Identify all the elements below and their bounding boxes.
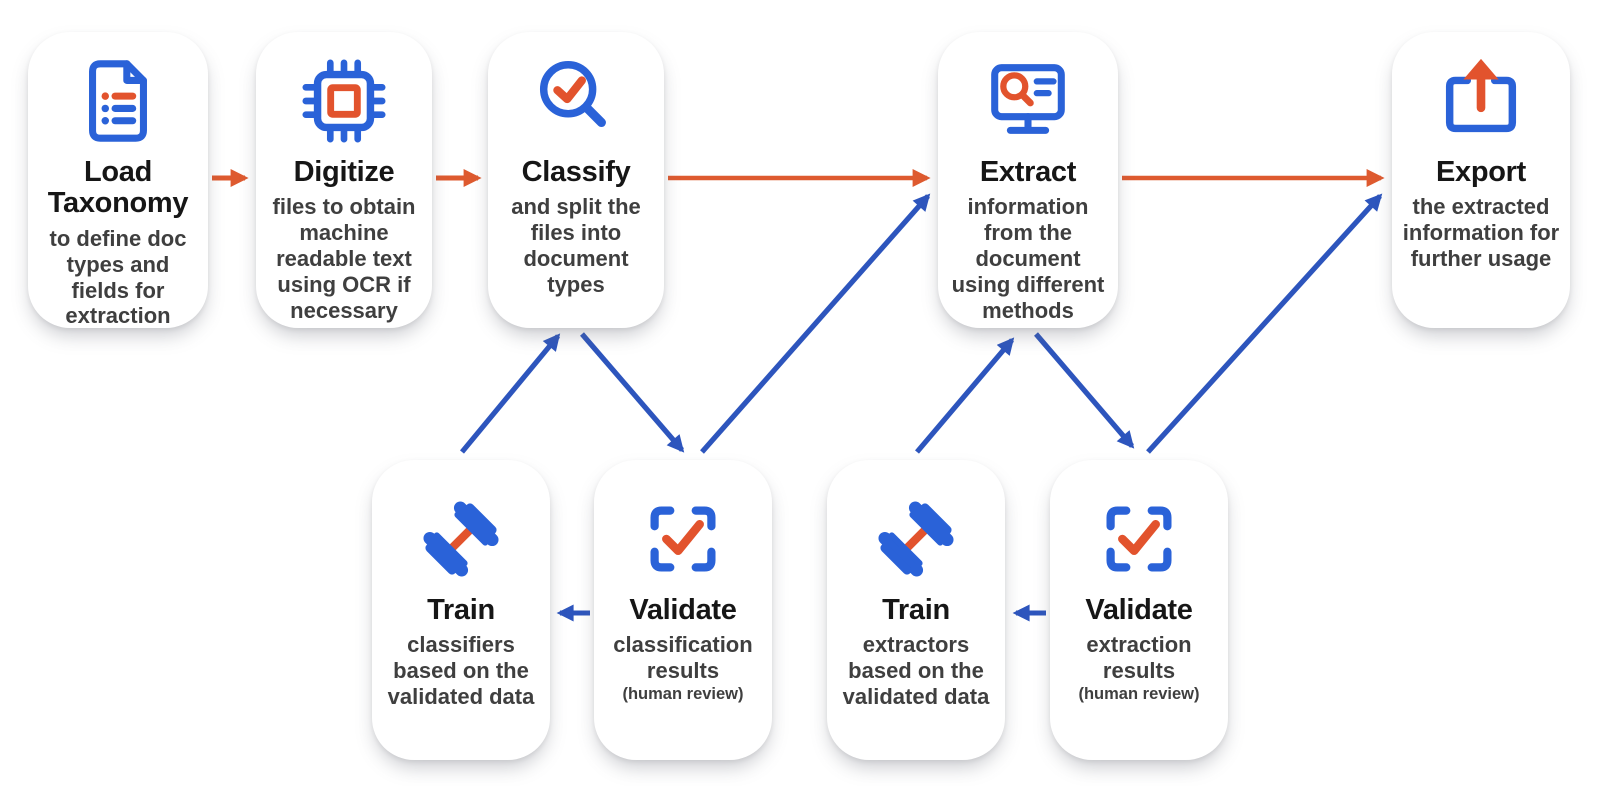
node-train-classifiers: Train classifiers based on the validated… [372, 460, 550, 760]
upload-icon [1434, 54, 1528, 148]
edge-validate-extraction-to-export [1146, 193, 1383, 454]
magnifier-check-icon [529, 54, 623, 148]
node-validate-extraction: Validate extraction results (human revie… [1050, 460, 1228, 760]
node-subtitle: and split the files into document types [511, 194, 641, 298]
node-classify: Classify and split the files into docume… [488, 32, 664, 328]
node-digitize: Digitize files to obtain machine readabl… [256, 32, 432, 328]
node-title: Load Taxonomy [47, 156, 189, 220]
node-extract: Extract information from the document us… [938, 32, 1118, 328]
node-subtitle: classifiers based on the validated data [387, 632, 535, 710]
node-title: Validate [629, 594, 737, 626]
cpu-icon [297, 54, 391, 148]
node-note: (human review) [1078, 685, 1200, 704]
edge-classify-to-validate-classification [580, 332, 685, 453]
node-subtitle: the extracted information for further us… [1402, 194, 1560, 272]
node-load-taxonomy: Load Taxonomy to define doc types and fi… [28, 32, 208, 328]
node-subtitle: extraction results [1086, 632, 1192, 684]
node-subtitle: to define doc types and fields for extra… [49, 225, 187, 329]
node-title: Digitize [293, 156, 395, 188]
node-note: (human review) [622, 685, 744, 704]
node-title: Export [1435, 156, 1527, 188]
node-title: Validate [1085, 594, 1193, 626]
node-subtitle: files to obtain machine readable text us… [272, 194, 416, 324]
node-subtitle: extractors based on the validated data [842, 632, 990, 710]
monitor-search-icon [981, 54, 1075, 148]
edge-extract-to-validate-extraction [1034, 332, 1135, 449]
node-export: Export the extracted information for fur… [1392, 32, 1570, 328]
dumbbell-icon [414, 492, 508, 586]
node-train-extractors: Train extractors based on the validated … [827, 460, 1005, 760]
checkbox-brackets-icon [636, 492, 730, 586]
checkbox-brackets-icon [1092, 492, 1186, 586]
edge-validate-classification-to-extract [700, 193, 931, 454]
node-title: Classify [521, 156, 631, 188]
node-subtitle: classification results [613, 632, 753, 684]
document-list-icon [71, 54, 165, 148]
node-title: Train [882, 594, 950, 626]
edge-train-extractors-to-extract [915, 337, 1015, 454]
node-subtitle: information from the document using diff… [951, 194, 1105, 324]
edge-train-classifiers-to-classify [459, 333, 561, 454]
dumbbell-icon [869, 492, 963, 586]
node-title: Extract [979, 156, 1077, 188]
node-validate-classification: Validate classification results (human r… [594, 460, 772, 760]
node-title: Train [427, 594, 495, 626]
